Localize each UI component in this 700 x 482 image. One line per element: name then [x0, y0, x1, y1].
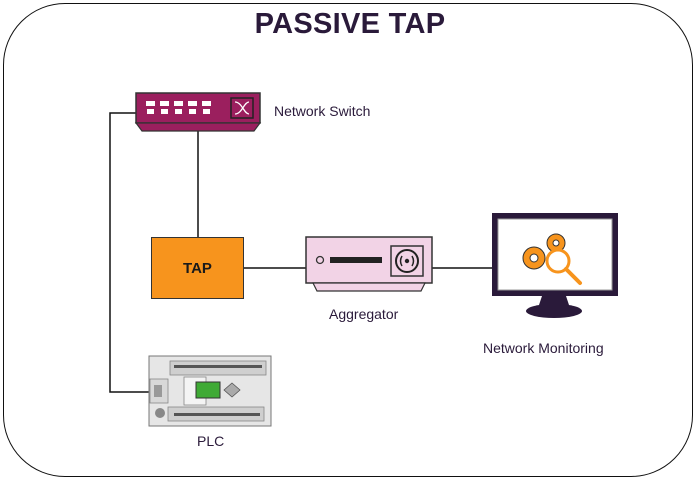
monitor-gears-icon[interactable] — [490, 211, 620, 326]
connection-switch-plc — [109, 112, 150, 393]
tap-label: TAP — [183, 259, 212, 277]
diagram-title: PASSIVE TAP — [254, 8, 446, 40]
tap-box[interactable]: TAP — [151, 237, 244, 299]
monitoring-label: Network Monitoring — [483, 340, 604, 356]
switch-label: Network Switch — [274, 103, 371, 119]
aggregator-label: Aggregator — [329, 306, 399, 322]
plc-icon[interactable] — [148, 355, 273, 427]
plc-label: PLC — [197, 433, 225, 449]
aggregator-icon[interactable] — [305, 236, 435, 294]
diagram-frame — [3, 3, 693, 477]
network-switch-icon[interactable] — [134, 91, 264, 135]
